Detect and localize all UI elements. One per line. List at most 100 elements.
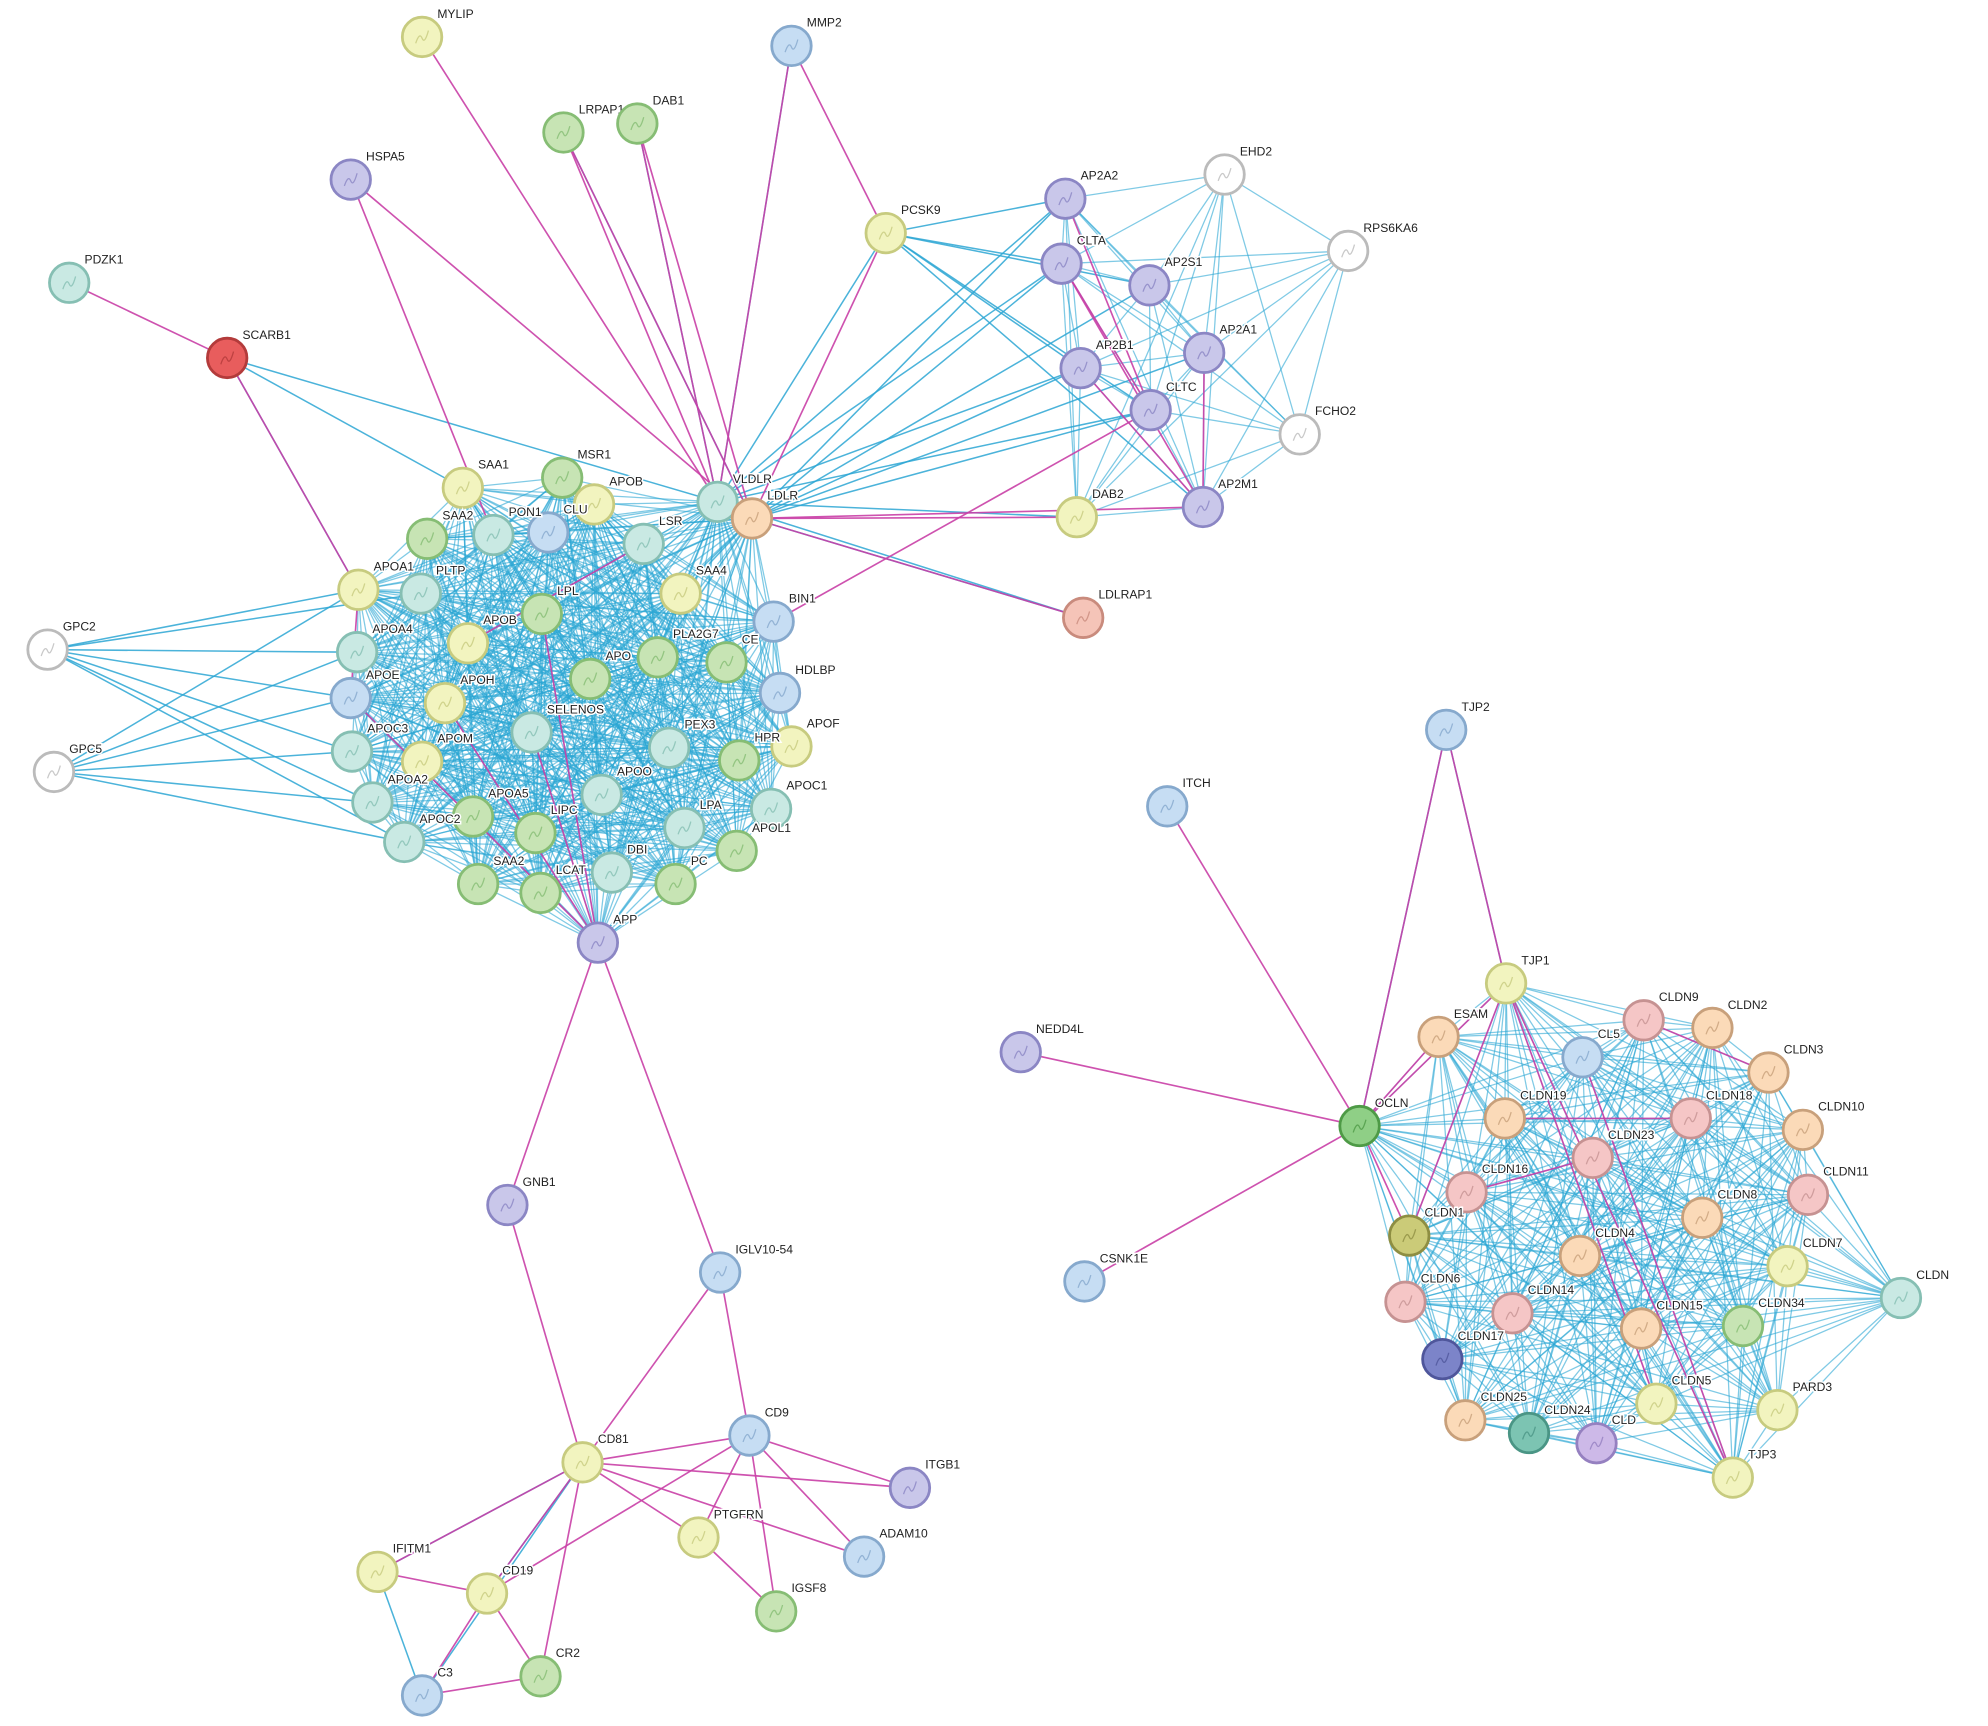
- protein-node[interactable]: CR2: [519, 1645, 582, 1698]
- protein-node[interactable]: MSR1: [541, 446, 613, 499]
- protein-node[interactable]: CLDN1: [1388, 1204, 1466, 1257]
- protein-node[interactable]: CLDN4: [1558, 1224, 1637, 1278]
- protein-node[interactable]: CLDN14: [1491, 1282, 1576, 1335]
- protein-node[interactable]: IGSF8: [755, 1580, 828, 1633]
- protein-node[interactable]: IGLV10-54: [698, 1241, 795, 1294]
- protein-node[interactable]: CLDN16: [1445, 1161, 1530, 1214]
- protein-node[interactable]: CL5: [1561, 1026, 1622, 1079]
- protein-node[interactable]: TJP1: [1484, 952, 1551, 1005]
- protein-node[interactable]: CLTA: [1040, 232, 1108, 285]
- protein-node[interactable]: OCLN: [1338, 1094, 1410, 1148]
- protein-node[interactable]: APOB: [572, 473, 644, 526]
- protein-node[interactable]: LCAT: [519, 861, 588, 915]
- protein-node[interactable]: APOL1: [715, 819, 793, 873]
- protein-node[interactable]: ESAM: [1417, 1005, 1490, 1059]
- protein-node[interactable]: LPL: [520, 582, 580, 636]
- protein-node[interactable]: CLDN10: [1781, 1098, 1866, 1152]
- protein-node[interactable]: AP2B1: [1059, 336, 1135, 390]
- protein-node[interactable]: PLTP: [399, 562, 467, 615]
- protein-node[interactable]: CLDN5: [1635, 1372, 1713, 1425]
- protein-node[interactable]: CLDN6: [1384, 1270, 1462, 1323]
- protein-node[interactable]: APOC1: [749, 777, 829, 831]
- protein-node[interactable]: CD9: [728, 1404, 791, 1457]
- protein-node[interactable]: PDZK1: [48, 251, 125, 304]
- protein-node[interactable]: CD81: [561, 1431, 631, 1484]
- protein-node[interactable]: GPC2: [26, 618, 98, 671]
- protein-node[interactable]: BIN1: [752, 590, 818, 643]
- protein-node[interactable]: LDLR: [730, 487, 800, 540]
- protein-node[interactable]: CLDN19: [1483, 1087, 1568, 1140]
- protein-node[interactable]: FCHO2: [1278, 403, 1358, 456]
- protein-node[interactable]: ADAM10: [842, 1525, 930, 1578]
- protein-node[interactable]: CLDN9: [1622, 989, 1700, 1042]
- protein-node[interactable]: APOC3: [330, 720, 410, 773]
- protein-node[interactable]: ITGB1: [888, 1456, 962, 1509]
- protein-node[interactable]: CE: [705, 631, 760, 684]
- protein-node[interactable]: APOA5: [451, 785, 530, 838]
- protein-node[interactable]: HDLBP: [758, 661, 837, 715]
- protein-node[interactable]: APP: [576, 911, 639, 964]
- protein-node[interactable]: AP2A2: [1044, 167, 1120, 220]
- protein-node[interactable]: AP2M1: [1181, 475, 1260, 529]
- protein-node[interactable]: LSR: [622, 512, 684, 566]
- protein-node[interactable]: LPA: [663, 796, 724, 850]
- protein-node[interactable]: APOA4: [335, 621, 415, 674]
- protein-node[interactable]: AP2A1: [1183, 321, 1259, 374]
- protein-node[interactable]: CSNK1E: [1063, 1250, 1150, 1303]
- protein-node[interactable]: CLDN8: [1681, 1186, 1759, 1239]
- protein-node[interactable]: CLDN11: [1786, 1163, 1871, 1216]
- protein-node[interactable]: TJP3: [1711, 1446, 1778, 1499]
- protein-node[interactable]: GPC5: [32, 740, 104, 794]
- protein-node[interactable]: VLDLR: [696, 470, 774, 524]
- protein-node[interactable]: IFITM1: [356, 1540, 433, 1594]
- protein-node[interactable]: SAA4: [659, 562, 729, 615]
- protein-node[interactable]: CLDN: [1879, 1266, 1951, 1320]
- protein-node[interactable]: LDLRAP1: [1062, 586, 1154, 639]
- protein-node[interactable]: SCARB1: [206, 326, 293, 380]
- protein-node[interactable]: GNB1: [486, 1173, 557, 1227]
- protein-node[interactable]: RPS6KA6: [1326, 219, 1420, 273]
- protein-node[interactable]: CLDN3: [1747, 1041, 1825, 1094]
- protein-node[interactable]: SAA1: [441, 456, 511, 510]
- protein-node[interactable]: APO: [569, 647, 633, 701]
- protein-node[interactable]: DAB2: [1055, 486, 1125, 539]
- protein-node[interactable]: DBI: [590, 841, 649, 894]
- protein-node[interactable]: APOH: [423, 672, 496, 725]
- protein-node[interactable]: CLDN24: [1507, 1401, 1592, 1455]
- protein-node[interactable]: CLTC: [1129, 379, 1198, 432]
- protein-node[interactable]: PCSK9: [864, 201, 942, 255]
- protein-node[interactable]: MYLIP: [400, 5, 475, 59]
- protein-node[interactable]: CLDN23: [1571, 1126, 1656, 1180]
- protein-node[interactable]: SAA2: [456, 852, 526, 906]
- protein-node[interactable]: LIPC: [514, 801, 579, 855]
- protein-node[interactable]: CLD: [1575, 1412, 1638, 1465]
- protein-node[interactable]: AP2S1: [1128, 254, 1204, 307]
- protein-node[interactable]: LRPAP1: [542, 101, 626, 154]
- protein-node[interactable]: APOO: [580, 763, 653, 816]
- protein-node[interactable]: APOA2: [351, 771, 430, 824]
- protein-node[interactable]: APOE: [329, 666, 401, 720]
- protein-node[interactable]: DAB1: [616, 92, 686, 145]
- protein-node[interactable]: MMP2: [770, 14, 843, 68]
- protein-node[interactable]: APOB: [446, 612, 518, 665]
- protein-node[interactable]: CD19: [465, 1562, 535, 1615]
- protein-node[interactable]: CLDN2: [1691, 996, 1769, 1050]
- protein-node[interactable]: SELENOS: [510, 701, 606, 754]
- protein-node[interactable]: C3: [400, 1664, 455, 1717]
- protein-node[interactable]: APOM: [400, 730, 475, 783]
- protein-node[interactable]: HSPA5: [329, 148, 407, 201]
- protein-node[interactable]: CLDN7: [1766, 1235, 1844, 1288]
- protein-node[interactable]: TJP2: [1425, 698, 1492, 752]
- protein-node[interactable]: CLDN15: [1619, 1297, 1705, 1350]
- protein-node[interactable]: NEDD4L: [999, 1021, 1086, 1074]
- protein-node[interactable]: CLU: [527, 501, 589, 554]
- protein-node[interactable]: CLDN18: [1669, 1087, 1754, 1140]
- protein-node[interactable]: HPR: [718, 729, 782, 782]
- protein-node[interactable]: APOC2: [383, 810, 462, 864]
- protein-node[interactable]: SAA2: [406, 507, 475, 560]
- protein-node[interactable]: CLDN34: [1721, 1294, 1806, 1348]
- protein-node[interactable]: CLDN25: [1444, 1389, 1529, 1442]
- protein-node[interactable]: PTGFRN: [677, 1506, 765, 1559]
- protein-node[interactable]: PC: [654, 852, 709, 906]
- protein-node[interactable]: PLA2G7: [636, 626, 721, 679]
